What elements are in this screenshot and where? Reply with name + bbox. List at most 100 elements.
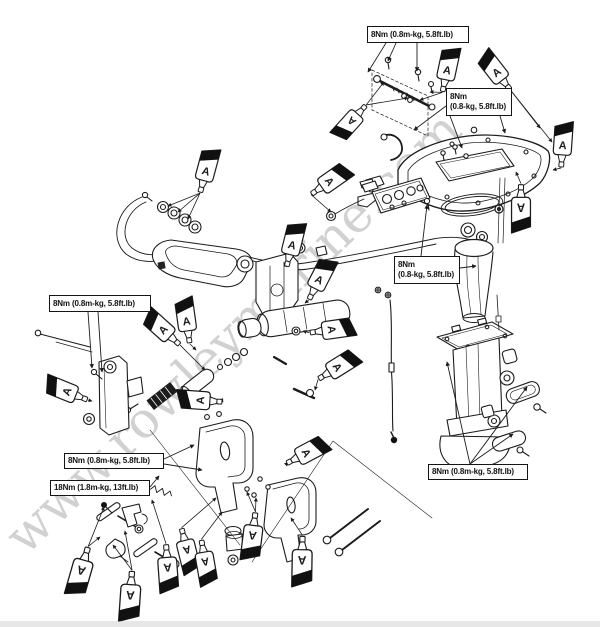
- torque-callout-c4: 8Nm (0.8m-kg, 5.8ft.lb): [49, 295, 151, 312]
- sealant-tube-icon: A: [194, 149, 222, 194]
- sealant-tube-icon: A: [285, 435, 333, 466]
- tube-pointer-line: [187, 192, 201, 220]
- sealant-tube-icon: A: [317, 349, 364, 381]
- sealant-tube-icon: A: [176, 389, 223, 411]
- torque-callout-text: 8Nm (0.8m-kg, 5.8ft.lb): [371, 29, 453, 39]
- sealant-tube-icon: A: [63, 546, 94, 595]
- tube-pointer-line: [314, 379, 319, 391]
- svg-text:A: A: [558, 140, 567, 153]
- callout-leader-line: [469, 386, 528, 465]
- callout-leader-line: [163, 463, 203, 472]
- svg-text:A: A: [61, 386, 75, 398]
- svg-text:A: A: [75, 562, 88, 578]
- tube-pointer-line: [167, 192, 201, 207]
- callout-leader-line: [420, 204, 429, 257]
- shift-rod: [388, 299, 398, 444]
- tube-pointer-line: [179, 344, 206, 371]
- sealant-tube-icon: A: [291, 535, 313, 588]
- callout-leader-line: [413, 105, 447, 131]
- clamp-screws-and-small-parts: [96, 197, 433, 569]
- sealant-tube-icon: A: [174, 295, 197, 344]
- tube-pointer-line: [87, 506, 105, 547]
- tube-pointer-line: [181, 497, 217, 529]
- torque-callout-text: 8Nm (0.8m-kg, 5.8ft.lb): [53, 298, 135, 308]
- callout-leader-line: [367, 42, 387, 73]
- svg-text:A: A: [182, 315, 192, 328]
- sealant-tube-icon: A: [117, 570, 142, 622]
- tube-pointer-line: [177, 192, 201, 213]
- torque-callout-c2: 8Nm(0.8-kg, 5.8ft.lb): [446, 88, 512, 116]
- sealant-tube-icon: A: [142, 306, 182, 347]
- page-edge-strip: [0, 621, 600, 627]
- tube-pointer-line: [302, 330, 310, 334]
- tube-pointer-line: [253, 497, 258, 512]
- svg-text:A: A: [325, 325, 338, 335]
- sealant-tube-icon: A: [281, 223, 308, 268]
- exhaust-tube: [454, 238, 494, 323]
- callout-leader-line: [149, 475, 160, 488]
- torque-callout-c5: 8Nm (0.8m-kg, 5.8ft.lb): [64, 453, 164, 469]
- torque-callout-text: (0.8-kg, 5.8ft.lb): [398, 270, 454, 279]
- svg-text:A: A: [247, 528, 257, 541]
- svg-text:A: A: [195, 396, 208, 405]
- sealant-tube-icon: A: [552, 121, 574, 168]
- tube-pointer-line: [419, 92, 443, 101]
- sealant-tube-icon: A: [477, 47, 512, 92]
- callout-leader-line: [499, 115, 507, 134]
- bottom-cowling: [357, 126, 551, 244]
- exhaust-seal-rings: [460, 222, 489, 244]
- svg-text:A: A: [181, 542, 192, 556]
- sealant-tube-icon: A: [436, 47, 462, 93]
- svg-text:A: A: [162, 560, 172, 573]
- sealant-tube-icon: A: [309, 317, 358, 340]
- callout-leader-line: [163, 444, 195, 460]
- svg-text:A: A: [297, 553, 306, 567]
- callout-leader-line: [469, 433, 514, 465]
- sealant-tube-icon: A: [239, 512, 264, 561]
- tube-pointer-line: [189, 343, 197, 351]
- tube-pointer-line: [112, 544, 133, 571]
- tube-pointer-line: [200, 511, 223, 540]
- tube-pointer-line: [310, 194, 332, 213]
- tube-pointer-line: [123, 530, 133, 571]
- tube-pointer-lines: [87, 81, 562, 571]
- clamp-bracket-1: [195, 411, 254, 514]
- torque-callout-text: 18Nm (1.8m-kg, 13ft.lb): [54, 483, 139, 492]
- torque-callout-text: (0.8-kg, 5.8ft.lb): [450, 102, 506, 111]
- clamp-bracket-2: [263, 477, 317, 563]
- svg-text:A: A: [442, 64, 452, 77]
- torque-callout-text: 8Nm: [398, 260, 415, 269]
- callout-leader-line: [387, 42, 397, 62]
- callout-leader-line: [449, 115, 463, 149]
- torque-callout-c3: 8Nm(0.8-kg, 5.8ft.lb): [394, 256, 460, 284]
- tube-pointer-line: [365, 81, 385, 106]
- tube-pointer-line: [151, 499, 167, 544]
- sealant-tube-icon: A: [306, 258, 339, 301]
- washer-stack: [141, 191, 202, 234]
- sealant-tube-icon: A: [176, 527, 201, 577]
- callout-leader-line: [459, 264, 477, 269]
- tube-pointer-line: [515, 171, 522, 184]
- sealant-tube-icon: A: [194, 539, 218, 588]
- svg-text:A: A: [125, 588, 135, 603]
- tube-pointer-line: [552, 167, 562, 172]
- mount-dampers: [480, 348, 547, 457]
- svg-text:A: A: [200, 165, 211, 179]
- torque-callout-text: 8Nm: [450, 92, 467, 101]
- tube-pointer-line: [366, 96, 409, 106]
- swivel-bracket: [34, 329, 144, 436]
- tube-pointer-line: [304, 299, 309, 304]
- sealant-tube-icon: A: [46, 373, 89, 404]
- tube-pointer-line: [87, 536, 101, 547]
- svg-text:A: A: [286, 239, 297, 253]
- svg-text:A: A: [200, 554, 210, 567]
- sealant-tube-icon: A: [157, 544, 180, 595]
- sealant-tube-icon: A: [329, 104, 368, 141]
- torque-callout-c6: 18Nm (1.8m-kg, 13ft.lb): [50, 480, 150, 496]
- torque-callout-text: 8Nm (0.8m-kg, 5.8ft.lb): [68, 456, 150, 465]
- callout-leader-lines: [87, 42, 528, 488]
- callout-leader-line: [445, 361, 471, 465]
- torque-callout-c1: 8Nm (0.8m-kg, 5.8ft.lb): [367, 26, 469, 43]
- sealant-tube-icon: A: [510, 184, 532, 234]
